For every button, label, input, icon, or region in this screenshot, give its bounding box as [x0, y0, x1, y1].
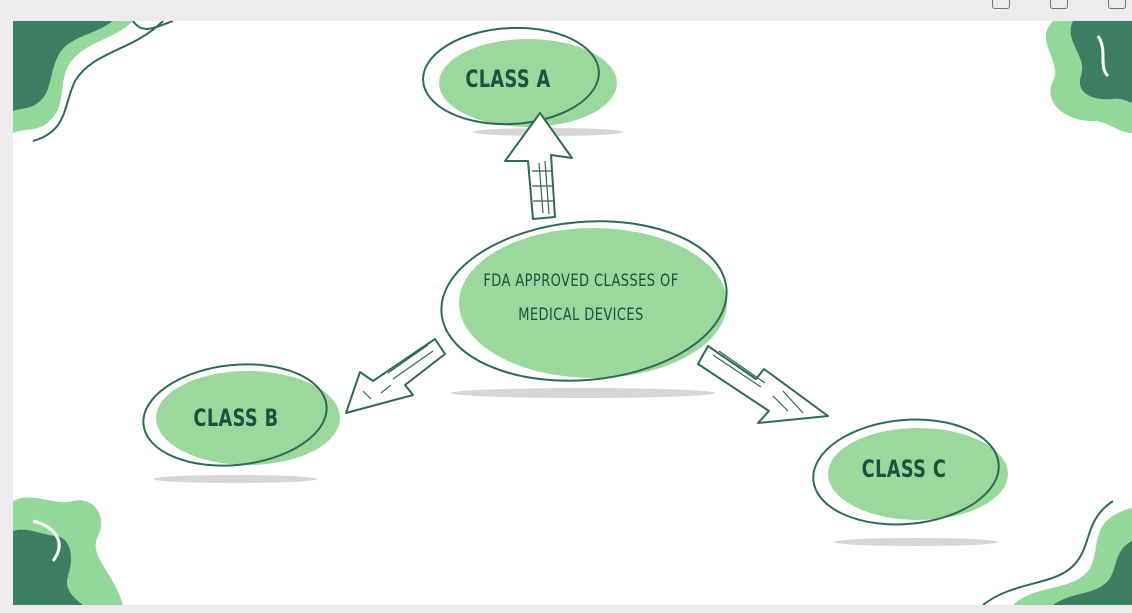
corner-decoration-top-right [1045, 21, 1132, 133]
restore-icon[interactable] [1050, 0, 1068, 9]
arrow-to-class-a [504, 112, 573, 220]
node-class-c-shape [812, 418, 1008, 526]
shadow-center [451, 388, 715, 398]
minimize-icon[interactable] [992, 0, 1010, 9]
node-class-b-label: CLASS B [193, 404, 279, 432]
corner-decoration-bottom-right [982, 500, 1132, 605]
window-controls [992, 0, 1126, 9]
arrow-to-class-c [697, 345, 829, 424]
node-class-a-label: CLASS A [465, 65, 551, 93]
diagram-graphics [13, 21, 1132, 605]
node-class-a-shape [422, 26, 617, 127]
node-center-line2: MEDICAL DEVICES [518, 305, 644, 325]
shadow-class-c [834, 538, 998, 546]
node-center-label: FDA APPROVED CLASSES OF MEDICAL DEVICES [483, 264, 678, 332]
node-center-shape [440, 220, 728, 382]
corner-decoration-top-left [13, 21, 174, 142]
node-class-b-shape [142, 363, 340, 467]
close-icon[interactable] [1108, 0, 1126, 9]
node-center-line1: FDA APPROVED CLASSES OF [483, 271, 679, 291]
node-class-c-label: CLASS C [861, 455, 947, 483]
corner-decoration-bottom-left [13, 497, 123, 605]
arrow-to-class-b [345, 338, 446, 414]
shadow-class-b [153, 475, 317, 483]
slide-canvas: CLASS A FDA APPROVED CLASSES OF MEDICAL … [13, 21, 1132, 605]
